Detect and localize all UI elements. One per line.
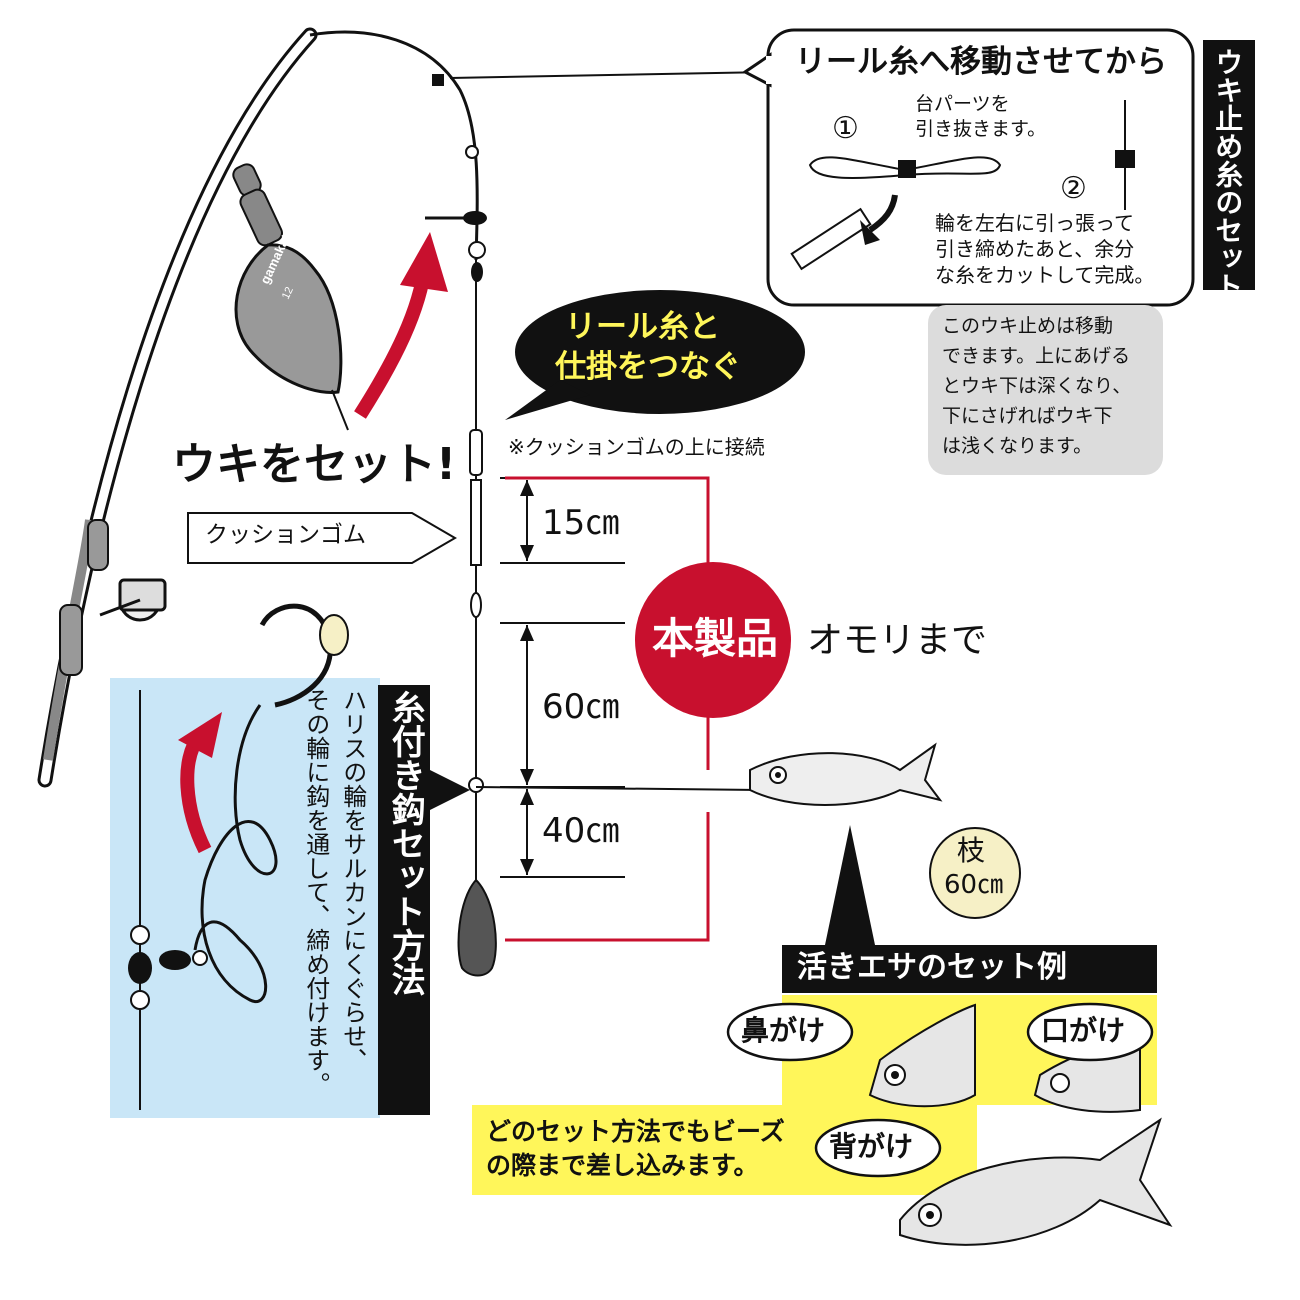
cushion-label-box: [187, 512, 457, 564]
bait-mouth-label: 口がけ: [1041, 1014, 1126, 1047]
dimension-arrowheads: [520, 480, 534, 875]
hook-knot-illustration: [128, 603, 349, 1110]
uki-dome-band: [1203, 40, 1255, 290]
gray-note-line2: できます。上にあげる: [942, 345, 1131, 367]
gray-note-box: [928, 305, 1163, 475]
uki-dome-side-label: ウキ止め糸のセット: [1211, 48, 1245, 300]
sinker: [457, 878, 497, 977]
bait-fish: [749, 742, 943, 806]
float-size: 12: [280, 285, 296, 301]
gray-note-line5: は浅くなります。: [942, 435, 1093, 457]
hook-set-text-col1: ハリスの輪をサルカンにくぐらせ、: [338, 688, 367, 1072]
bait-title-band: [782, 945, 1157, 993]
connect-bubble-line1: リール糸と: [565, 309, 720, 345]
float-set-label: ウキをセット!: [172, 439, 457, 490]
dim-40cm: 40㎝: [542, 811, 620, 851]
bait-pointer: [825, 825, 875, 945]
to-sinker-label: オモリまで: [807, 620, 988, 661]
hook-set-title-band: [378, 685, 430, 1115]
product-circle: [635, 562, 791, 718]
bait-note-line2: の際まで差し込みます。: [486, 1151, 759, 1180]
hook-set-panel: [110, 678, 380, 1118]
connect-bubble-line2: 仕掛をつなぐ: [555, 349, 741, 385]
product-label: 本製品: [652, 614, 779, 663]
uki-dome-pointer: [432, 71, 771, 86]
float: gamakatsu 12: [232, 163, 349, 431]
step2-text-line2: 引き締めたあと、余分: [935, 237, 1135, 261]
bait-mouth-oval: [1026, 1002, 1154, 1062]
connect-note: ※クッションゴムの上に接続: [508, 435, 765, 459]
gray-note-line4: 下にさげればウキ下: [942, 405, 1113, 427]
step1-number: ①: [832, 111, 859, 146]
step1-text-line2: 引き抜きます。: [915, 118, 1047, 140]
step2-text-line1: 輪を左右に引っ張って: [935, 211, 1134, 235]
bait-nose-label: 鼻がけ: [741, 1014, 826, 1047]
step1-text-line1: 台パーツを: [915, 93, 1010, 115]
branch-line2: 60㎝: [944, 870, 1004, 900]
step2-number: ②: [1060, 171, 1087, 206]
branch-line1: 枝: [957, 834, 986, 867]
bait-nose-oval: [726, 1002, 854, 1062]
step2-text-line3: な糸をカットして完成。: [935, 263, 1155, 287]
gray-note-line1: このウキ止めは移動: [942, 315, 1114, 337]
float-arrow: [354, 232, 448, 419]
cushion-label: クッションゴム: [205, 522, 366, 548]
bait-note-line1: どのセット方法でもビーズ: [486, 1117, 785, 1146]
bait-back-oval: [814, 1118, 942, 1178]
hook-arrow: [178, 712, 222, 854]
dim-60cm: 60㎝: [542, 687, 620, 727]
hook-set-pointer: [430, 770, 470, 810]
gray-note-line3: とウキ下は深くなり、: [942, 375, 1132, 397]
bait-back-label: 背がけ: [829, 1130, 914, 1163]
fishing-rod: [37, 27, 479, 788]
main-line: [425, 145, 761, 880]
hook-set-title: 糸付き鈎セット方法: [385, 690, 426, 996]
product-bracket-lower: [505, 812, 710, 942]
dim-15cm: 15㎝: [542, 503, 620, 543]
connect-bubble: [505, 290, 805, 420]
bait-title: 活きエサのセット例: [797, 950, 1067, 985]
reel: [99, 578, 167, 622]
branch-circle: [929, 827, 1021, 919]
uki-dome-title: リール糸へ移動させてから: [795, 44, 1167, 80]
hook-set-text-col2: その輪に鈎を通して、締め付けます。: [301, 688, 330, 1096]
